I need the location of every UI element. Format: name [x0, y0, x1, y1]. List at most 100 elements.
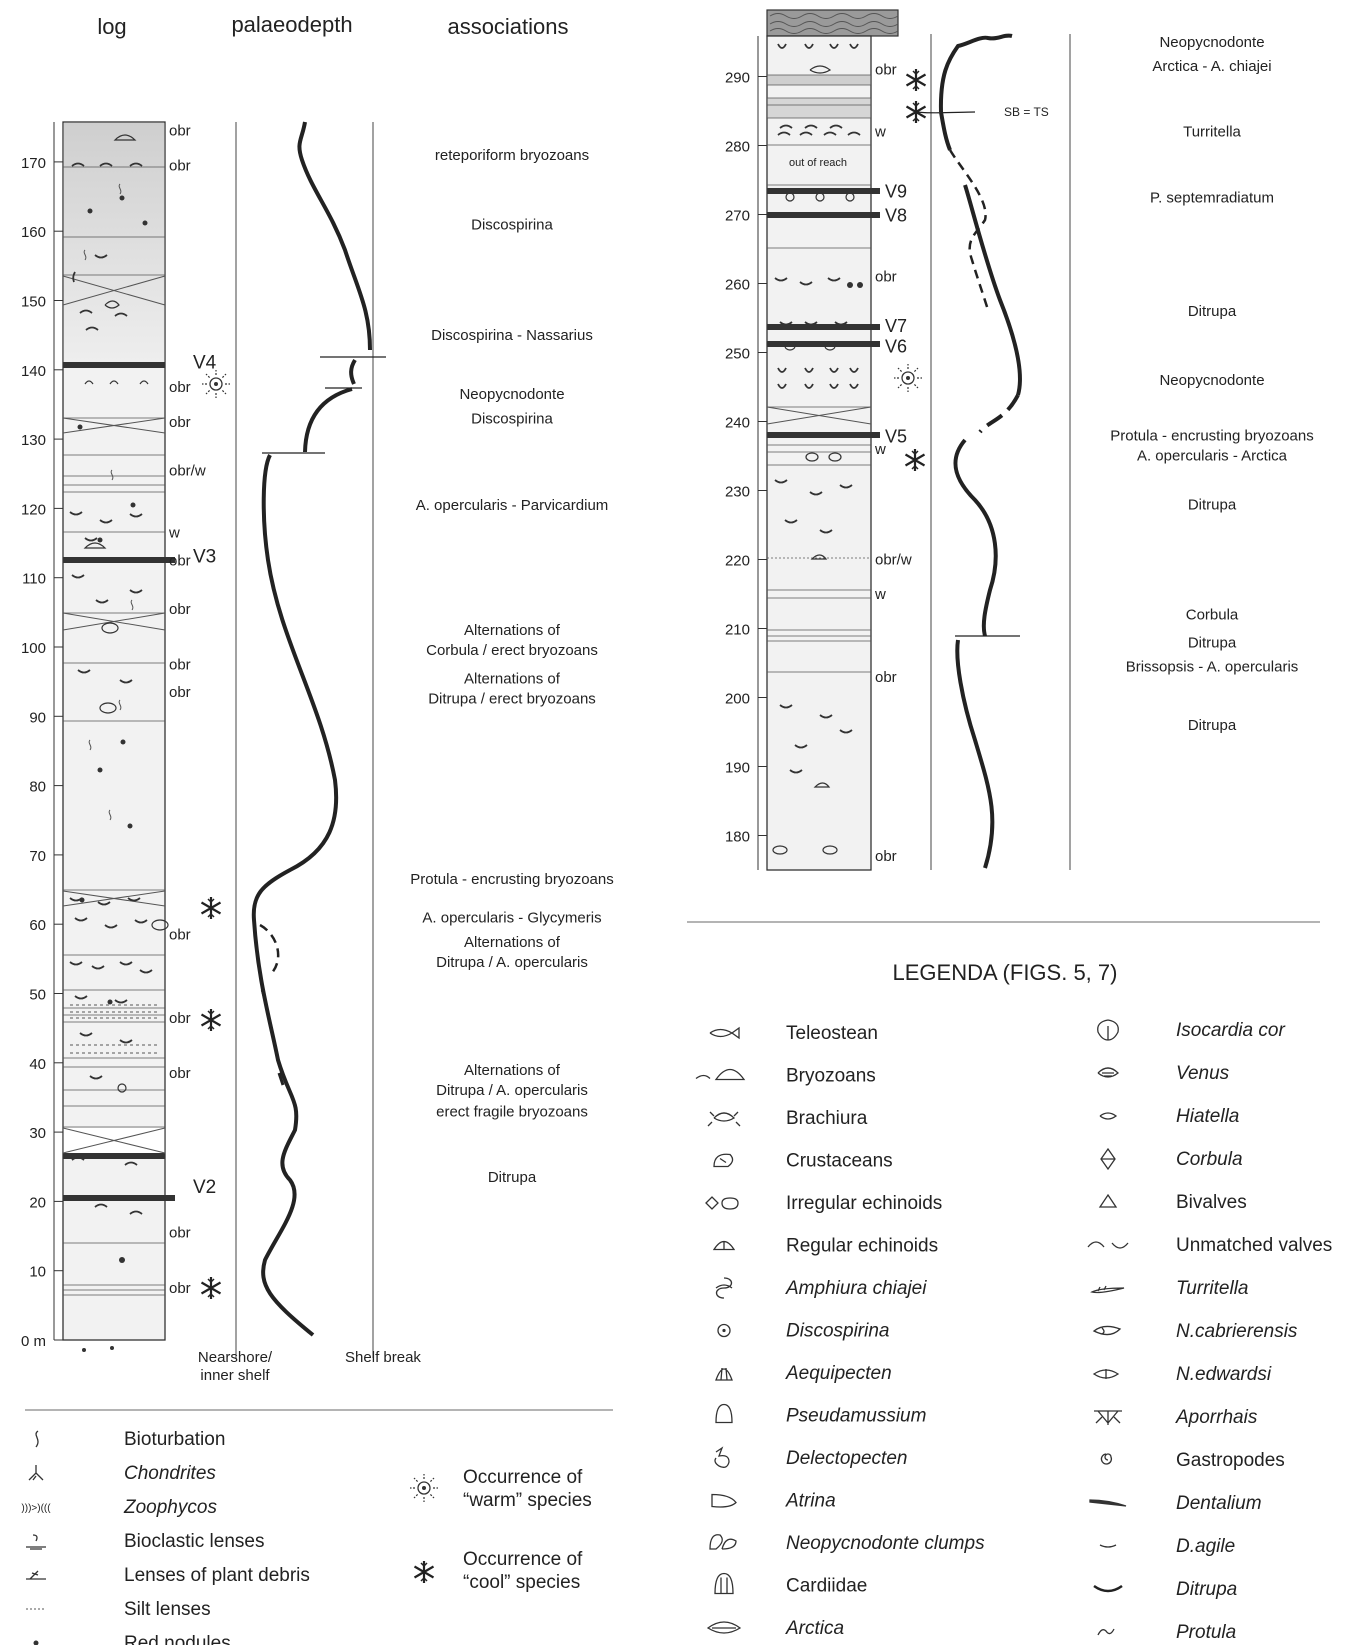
- sb-ts-label: SB = TS: [1004, 105, 1049, 119]
- association-label: reteporiform bryozoans: [435, 147, 589, 164]
- isocardia-icon: [1097, 1019, 1119, 1041]
- column-label: obr/w: [169, 462, 206, 479]
- legend-label: Lenses of plant debris: [124, 1565, 310, 1586]
- axis-tick-label: 100: [21, 640, 46, 657]
- axis-tick-label: 170: [21, 155, 46, 172]
- axis-tick-label: 70: [29, 848, 46, 865]
- legend-label: Arctica: [785, 1618, 844, 1639]
- right-log-column: [766, 9, 899, 871]
- column-label: obr: [169, 1225, 191, 1242]
- legend-label: Isocardia cor: [1176, 1020, 1285, 1041]
- association-label: Neopycnodonte: [1159, 34, 1264, 51]
- column-label: obr: [875, 669, 897, 686]
- column-label: obr: [169, 379, 191, 396]
- association-label: Turritella: [1183, 124, 1241, 141]
- marker-label: V8: [885, 206, 907, 226]
- gastropod-icon: [1100, 1453, 1113, 1465]
- discospirina-icon: [717, 1323, 731, 1338]
- column-label: obr: [875, 848, 897, 865]
- irregular-echinoid-icon: [705, 1196, 739, 1210]
- warm-species-marker: [201, 369, 231, 399]
- association-label: Ditrupa: [1188, 717, 1237, 734]
- shelf-break-label: Shelf break: [345, 1349, 421, 1366]
- warm-species-marker: [893, 363, 923, 393]
- cool-species-marker: [200, 895, 222, 921]
- bioturbation-icon: [35, 1430, 39, 1448]
- cool-icon: [413, 1559, 435, 1585]
- marker-label: V5: [885, 426, 907, 446]
- axis-tick-label: 230: [725, 484, 750, 501]
- column-label: obr: [169, 414, 191, 431]
- axis-tick-label: 20: [29, 1194, 46, 1211]
- legend-label: Pseudamussium: [786, 1406, 926, 1427]
- legend-label: Turritella: [1176, 1278, 1249, 1299]
- association-label: Corbula: [1186, 607, 1239, 624]
- legend-label: Irregular echinoids: [786, 1193, 942, 1214]
- association-label: Ditrupa / A. opercularis: [436, 1082, 588, 1099]
- marker-label: V4: [193, 352, 217, 373]
- axis-tick-label: 130: [21, 432, 46, 449]
- axis-tick-label: 0 m: [21, 1333, 46, 1350]
- header-associations: associations: [447, 14, 568, 39]
- axis-tick-label: 40: [29, 1056, 46, 1073]
- ditrupa-icon: [1093, 1584, 1123, 1593]
- bioclastic-lens-icon: [26, 1534, 46, 1550]
- column-label: obr: [169, 656, 191, 673]
- axis-tick-label: 110: [22, 571, 46, 588]
- association-label: Protula - encrusting bryozoans: [410, 871, 613, 888]
- legend-label: Gastropodes: [1176, 1450, 1285, 1471]
- marker-label: V9: [885, 181, 907, 201]
- legend-label: Discospirina: [786, 1321, 889, 1342]
- legend-label: Ditrupa: [1176, 1579, 1237, 1600]
- marker-label: V3: [193, 546, 216, 567]
- axis-tick-label: 150: [21, 294, 46, 311]
- legend-label: D.agile: [1176, 1536, 1235, 1557]
- association-label: Neopycnodonte: [1159, 372, 1264, 389]
- column-label: obr: [169, 927, 191, 944]
- neopycnodonte-icon: [709, 1534, 737, 1550]
- association-label: Ditrupa: [1188, 496, 1237, 513]
- unmatched-valves-icon: [1087, 1241, 1129, 1249]
- cool-species-marker: [905, 67, 927, 93]
- regular-echinoid-icon: [712, 1240, 736, 1251]
- chondrites-icon: [28, 1465, 44, 1481]
- legend-label: Silt lenses: [124, 1599, 211, 1620]
- nedwardsi-icon: [1092, 1369, 1120, 1379]
- association-label: Protula - encrusting bryozoans: [1110, 428, 1313, 445]
- axis-tick-label: 270: [725, 208, 750, 225]
- warm-line-2: “warm” species: [463, 1490, 592, 1511]
- axis-tick-label: 140: [21, 363, 46, 380]
- marker-label: V7: [885, 316, 907, 336]
- aporrhais-icon: [1094, 1410, 1122, 1425]
- nearshore-label-2: inner shelf: [200, 1367, 270, 1384]
- axis-tick-label: 200: [725, 691, 750, 708]
- legend-label: Delectopecten: [786, 1448, 907, 1469]
- association-label: Ditrupa: [488, 1169, 537, 1186]
- ncabrierensis-icon: [1092, 1325, 1122, 1336]
- pseudamussium-icon: [715, 1403, 733, 1424]
- axis-tick-label: 280: [725, 139, 750, 156]
- left-depth-axis: 0 m1020304050607080901001101201301401501…: [21, 122, 63, 1350]
- column-label: w: [168, 525, 180, 542]
- legend-label: Dentalium: [1176, 1493, 1262, 1514]
- axis-tick-label: 10: [29, 1264, 46, 1281]
- legend-label: Crustaceans: [786, 1151, 893, 1172]
- legend-label: Chondrites: [124, 1463, 216, 1484]
- aequipecten-icon: [715, 1367, 733, 1381]
- nearshore-label: Nearshore/: [198, 1349, 273, 1366]
- column-label: w: [874, 441, 886, 458]
- warm-icon: [409, 1473, 439, 1503]
- crustacean-icon: [713, 1153, 734, 1168]
- legend-label: Aporrhais: [1175, 1407, 1258, 1428]
- cool-line-1: Occurrence of: [463, 1549, 583, 1570]
- legend-label: Bryozoans: [786, 1066, 876, 1087]
- palaeodepth-curve: [297, 121, 372, 351]
- axis-tick-label: 50: [29, 987, 46, 1004]
- palaeodepth-curve-right: [938, 33, 1013, 113]
- association-label: A. opercularis - Arctica: [1137, 448, 1288, 465]
